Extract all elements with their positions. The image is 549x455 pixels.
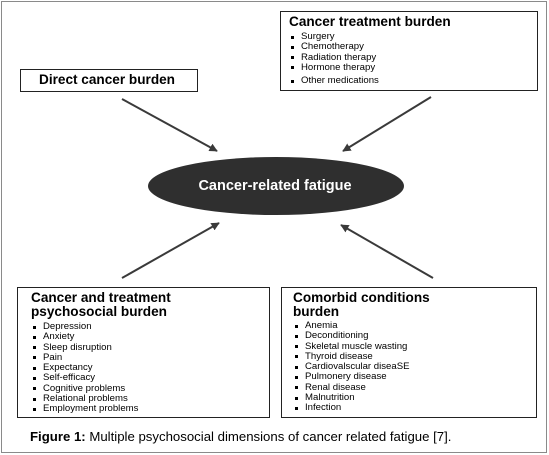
caption-text: Multiple psychosocial dimensions of canc… (85, 429, 452, 444)
list-item: Cognitive problems (32, 383, 269, 394)
list-item: Thyroid disease (294, 351, 536, 362)
center-label: Cancer-related fatigue (198, 178, 352, 194)
list-item: Pain (32, 352, 269, 363)
treatment-burden-title: Cancer treatment burden (289, 14, 451, 29)
list-item: Employment problems (32, 404, 269, 414)
arrow-direct-to-center (121, 98, 218, 152)
list-item: Renal disease (294, 382, 536, 393)
list-item: Sleep disruption (32, 342, 269, 353)
list-item: Cardiovalscular diseaSE (294, 361, 536, 372)
list-item: Other medications (290, 75, 537, 86)
arrow-comorbid-to-center (340, 224, 434, 279)
list-item: Skeletal muscle wasting (294, 341, 536, 352)
arrow-treatment-to-center (342, 96, 432, 152)
direct-burden-box: Direct cancer burden (20, 69, 198, 92)
list-item: Malnutrition (294, 392, 536, 403)
list-item: Radiation therapy (290, 52, 537, 63)
list-item: Pulmonery disease (294, 372, 536, 382)
list-item: Self-efficacy (32, 373, 269, 383)
list-item: Surgery (290, 31, 537, 42)
direct-burden-title: Direct cancer burden (39, 72, 175, 87)
list-item: Anxiety (32, 331, 269, 342)
arrow-psychosocial-to-center (121, 222, 220, 279)
comorbid-burden-title-line1: Comorbid conditions (293, 290, 430, 305)
comorbid-burden-list: Anemia Deconditioning Skeletal muscle wa… (294, 320, 536, 414)
list-item: Infection (294, 403, 536, 413)
list-item: Hormone therapy (290, 62, 537, 73)
list-item: Relational problems (32, 393, 269, 404)
psychosocial-burden-box: Cancer and treatment psychosocial burden… (17, 287, 270, 418)
psychosocial-burden-title-line1: Cancer and treatment (31, 290, 171, 305)
list-item: Expectancy (32, 362, 269, 373)
list-item: Anemia (294, 320, 536, 331)
center-ellipse (148, 157, 404, 215)
comorbid-burden-title-line2: burden (293, 304, 340, 319)
comorbid-burden-box: Comorbid conditions burden Anemia Decond… (281, 287, 537, 418)
list-item: Deconditioning (294, 330, 536, 341)
treatment-burden-box: Cancer treatment burden Surgery Chemothe… (280, 11, 538, 91)
caption-label: Figure 1: (30, 429, 86, 444)
list-item: Depression (32, 321, 269, 332)
list-item: Chemotherapy (290, 41, 537, 52)
psychosocial-burden-title-line2: psychosocial burden (31, 304, 167, 319)
figure-caption: Figure 1: Multiple psychosocial dimensio… (30, 428, 530, 446)
psychosocial-burden-list: Depression Anxiety Sleep disruption Pain… (32, 321, 269, 415)
treatment-burden-list: Surgery Chemotherapy Radiation therapy H… (290, 31, 537, 86)
